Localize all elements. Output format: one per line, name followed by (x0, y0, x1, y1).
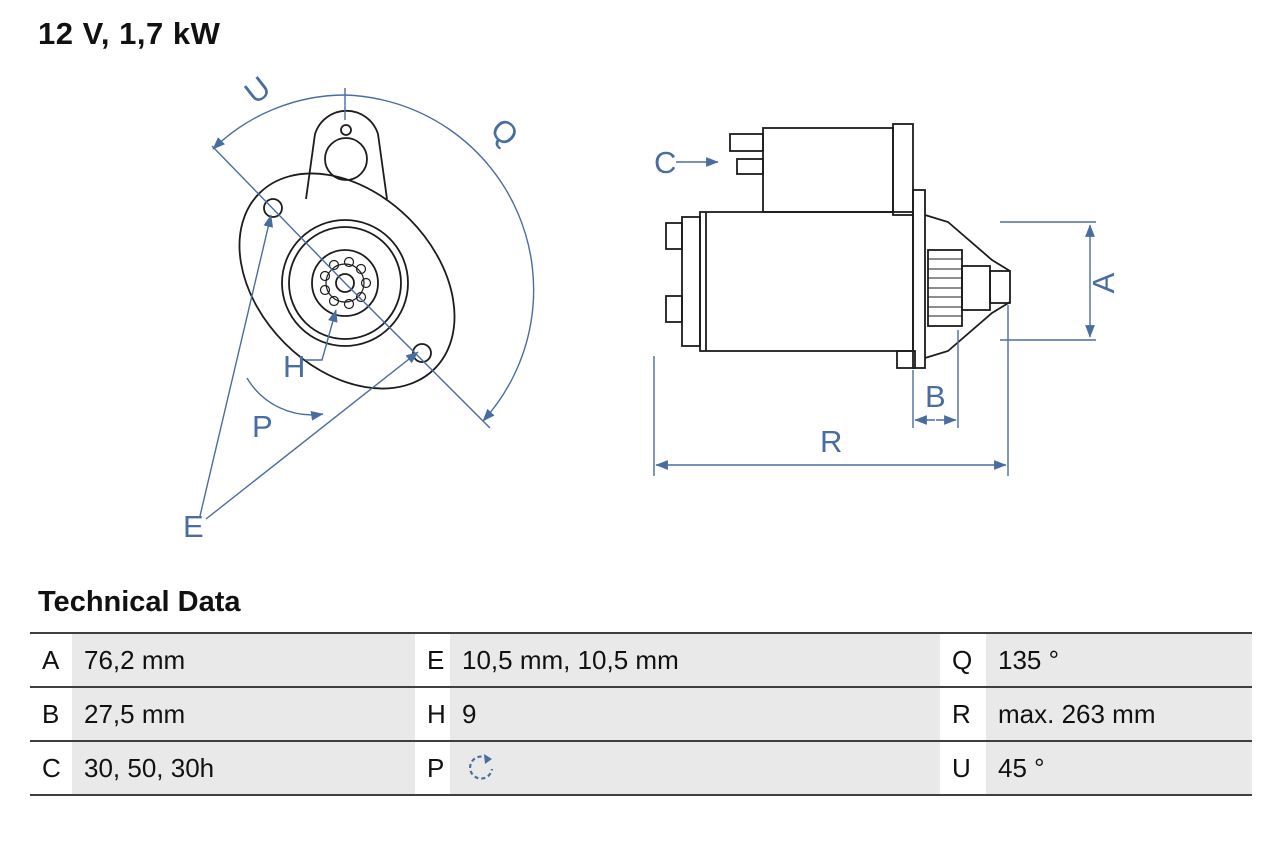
rotation-direction-icon (469, 754, 494, 780)
dim-label-b: B (925, 379, 946, 414)
technical-data-heading: Technical Data (38, 586, 241, 618)
table-cell-key: U (940, 742, 986, 796)
dim-label-r: R (820, 424, 842, 459)
table-cell-key: H (415, 688, 450, 742)
dim-label-e: E (183, 509, 204, 544)
table-cell-value: 76,2 mm (72, 634, 415, 688)
table-cell-key: R (940, 688, 986, 742)
side-dimensions (653, 157, 1096, 476)
table-cell-key: P (415, 742, 450, 796)
dimension-labels: U Q H P E C A B R (183, 69, 1121, 544)
table-cell-key: C (30, 742, 72, 796)
gear-teeth (319, 256, 372, 310)
dim-label-u: U (238, 69, 277, 110)
table-cell-value: 27,5 mm (72, 688, 415, 742)
table-cell-key: Q (940, 634, 986, 688)
pinion-teeth (928, 258, 962, 317)
table-cell-key: A (30, 634, 72, 688)
technical-data-table: A 76,2 mm E 10,5 mm, 10,5 mm Q 135 ° B 2… (30, 632, 1252, 796)
voltage-power-title: 12 V, 1,7 kW (38, 16, 221, 51)
dim-label-q: Q (484, 111, 525, 153)
table-cell-value: 135 ° (986, 634, 1252, 688)
front-view (238, 109, 456, 390)
dim-label-h: H (283, 349, 305, 384)
front-dimensions (199, 88, 535, 520)
table-cell-value (450, 742, 940, 796)
dim-label-a: A (1086, 272, 1121, 293)
side-view (665, 123, 1011, 369)
table-cell-value: max. 263 mm (986, 688, 1252, 742)
table-cell-value: 9 (450, 688, 940, 742)
dim-label-c: C (654, 145, 676, 180)
table-cell-value: 30, 50, 30h (72, 742, 415, 796)
table-cell-key: E (415, 634, 450, 688)
table-cell-key: B (30, 688, 72, 742)
table-cell-value: 45 ° (986, 742, 1252, 796)
table-cell-value: 10,5 mm, 10,5 mm (450, 634, 940, 688)
dim-label-p: P (252, 409, 273, 444)
